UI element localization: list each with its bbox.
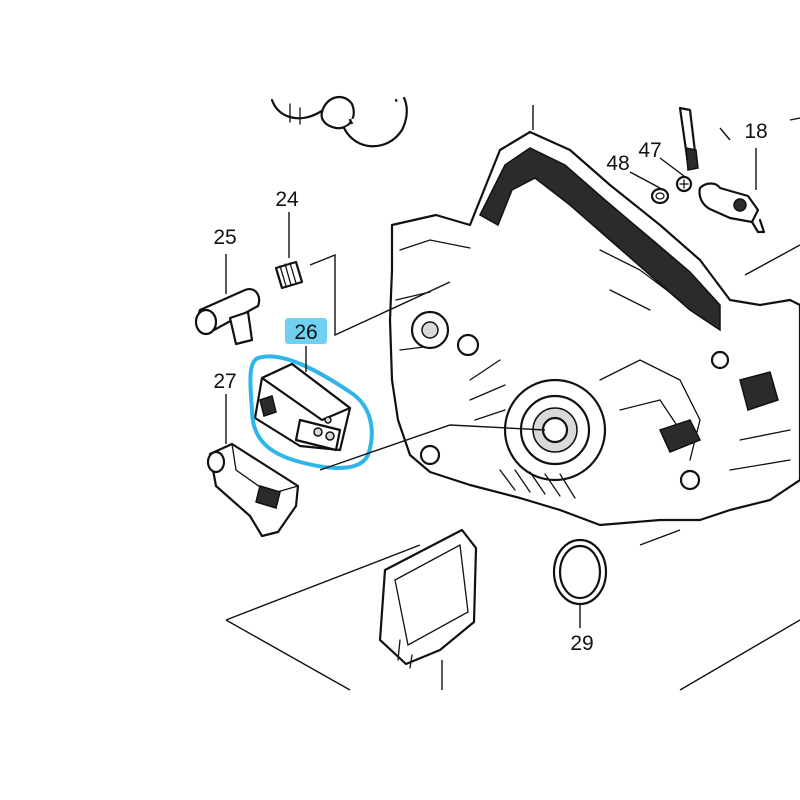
callout-26: 26 xyxy=(294,321,317,344)
part-18-fitting xyxy=(678,106,766,234)
part-48-washer xyxy=(650,187,670,205)
part-24-spring xyxy=(274,260,304,290)
callout-25: 25 xyxy=(213,226,236,249)
part-47-screw xyxy=(675,175,693,193)
part-26-switch xyxy=(253,362,352,452)
callout-27: 27 xyxy=(213,370,236,393)
part-26-badge xyxy=(285,318,327,344)
part-26-highlight-outline xyxy=(248,354,374,470)
hose-assembly-fragment xyxy=(270,95,408,148)
leader-lines xyxy=(225,105,800,691)
battery-terminal-cover xyxy=(378,528,478,669)
callout-18: 18 xyxy=(744,120,767,143)
callout-29: 29 xyxy=(570,632,593,655)
callout-24: 24 xyxy=(275,188,299,211)
callout-47: 47 xyxy=(638,139,661,162)
part-29-o-ring xyxy=(552,538,608,606)
main-housing xyxy=(388,130,800,527)
callout-48: 48 xyxy=(606,152,629,175)
part-25-pin xyxy=(194,288,261,346)
part-27-lever xyxy=(206,442,300,538)
